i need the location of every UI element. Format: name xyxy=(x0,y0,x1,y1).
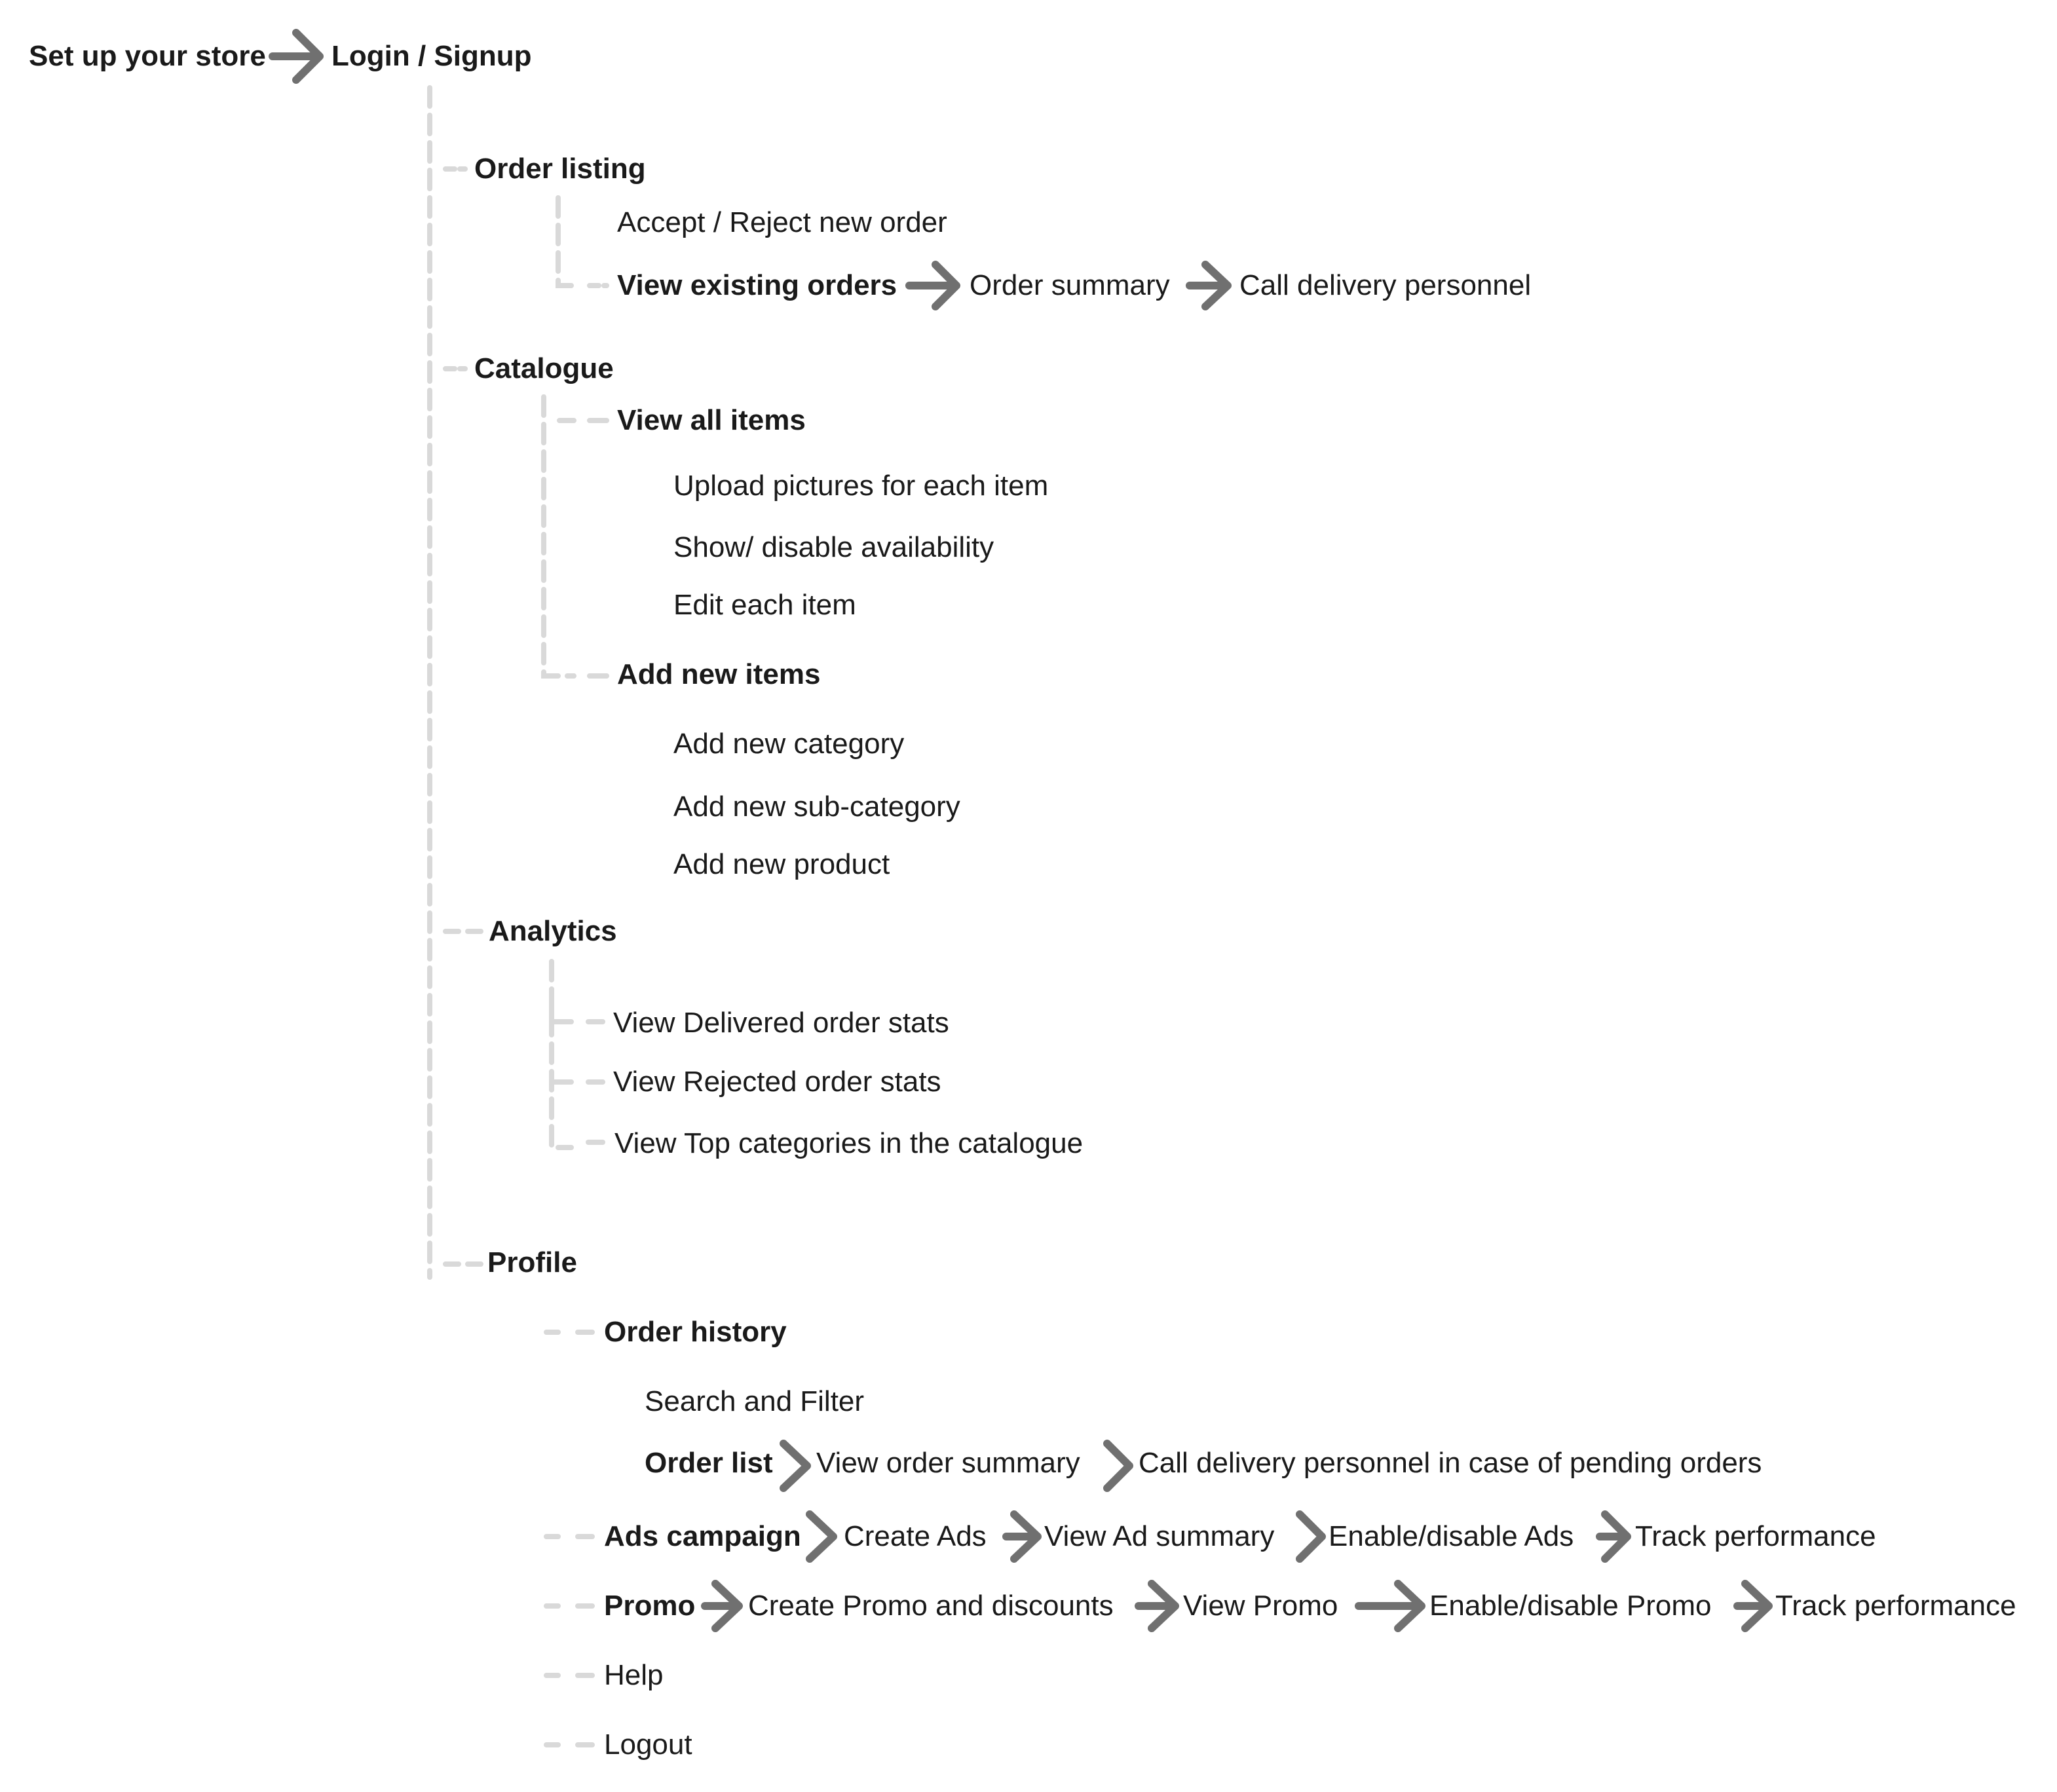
node-edit-item: Edit each item xyxy=(673,589,856,621)
order-listing-subtree-line xyxy=(556,195,576,288)
node-order-list: Order list xyxy=(645,1447,773,1479)
arrow-create-ads-to-summary-icon xyxy=(1002,1510,1042,1563)
node-logout: Logout xyxy=(604,1728,692,1761)
arrow-enable-ads-to-track-icon xyxy=(1596,1510,1631,1563)
node-search-filter: Search and Filter xyxy=(645,1385,865,1417)
node-help: Help xyxy=(604,1659,664,1691)
arrow-promo-to-create-icon xyxy=(701,1580,743,1632)
node-login-signup: Login / Signup xyxy=(331,40,532,72)
node-add-sub-category: Add new sub-category xyxy=(673,791,960,823)
branch-delivered xyxy=(549,1006,605,1024)
arrow-summary-to-call-icon xyxy=(1186,261,1232,310)
node-promo: Promo xyxy=(604,1590,696,1622)
node-track-promo: Track performance xyxy=(1775,1590,2016,1622)
node-create-promo: Create Promo and discounts xyxy=(748,1590,1114,1622)
arrow-start-to-login-icon xyxy=(269,29,324,84)
node-delivered-stats: View Delivered order stats xyxy=(613,1007,949,1039)
node-create-ads: Create Ads xyxy=(844,1520,987,1552)
node-analytics: Analytics xyxy=(489,915,617,947)
node-rejected-stats: View Rejected order stats xyxy=(613,1066,941,1098)
node-top-categories: View Top categories in the catalogue xyxy=(614,1127,1084,1159)
arrow-create-promo-to-view-icon xyxy=(1135,1580,1179,1632)
arrow-enable-promo-to-track-icon xyxy=(1733,1580,1773,1632)
node-order-listing: Order listing xyxy=(474,153,646,185)
node-add-new-items: Add new items xyxy=(617,658,821,690)
node-view-ad-summary: View Ad summary xyxy=(1044,1520,1275,1552)
node-view-promo: View Promo xyxy=(1183,1590,1338,1622)
node-order-history: Order history xyxy=(604,1316,787,1348)
arrow-view-existing-to-summary-icon xyxy=(905,261,960,310)
arrow-order-list-to-summary-icon xyxy=(780,1440,811,1492)
arrow-view-promo-to-enable-icon xyxy=(1355,1580,1425,1632)
node-add-category: Add new category xyxy=(673,728,905,760)
node-profile: Profile xyxy=(487,1246,577,1279)
node-ads-campaign: Ads campaign xyxy=(604,1520,801,1552)
node-track-ads: Track performance xyxy=(1635,1520,1876,1552)
node-view-all-items: View all items xyxy=(617,404,806,436)
node-view-existing-orders: View existing orders xyxy=(617,269,897,301)
node-upload-pictures: Upload pictures for each item xyxy=(673,470,1049,502)
node-show-disable: Show/ disable availability xyxy=(673,531,994,563)
analytics-subtree-line xyxy=(549,959,574,1150)
node-order-summary: Order summary xyxy=(970,269,1170,301)
node-accept-reject: Accept / Reject new order xyxy=(617,206,947,238)
node-enable-ads: Enable/disable Ads xyxy=(1329,1520,1574,1552)
node-view-order-summary: View order summary xyxy=(816,1447,1080,1479)
arrow-summary-to-call-pending-icon xyxy=(1103,1440,1133,1492)
arrow-ad-summary-to-enable-icon xyxy=(1296,1510,1326,1563)
node-set-up-store: Set up your store xyxy=(29,40,266,72)
catalogue-subtree-line xyxy=(541,394,576,679)
arrow-ads-to-create-icon xyxy=(806,1510,837,1563)
node-add-product: Add new product xyxy=(673,848,890,880)
node-call-delivery: Call delivery personnel xyxy=(1239,269,1532,301)
node-call-pending: Call delivery personnel in case of pendi… xyxy=(1139,1447,1762,1479)
node-enable-promo: Enable/disable Promo xyxy=(1429,1590,1712,1622)
node-catalogue: Catalogue xyxy=(474,352,614,384)
